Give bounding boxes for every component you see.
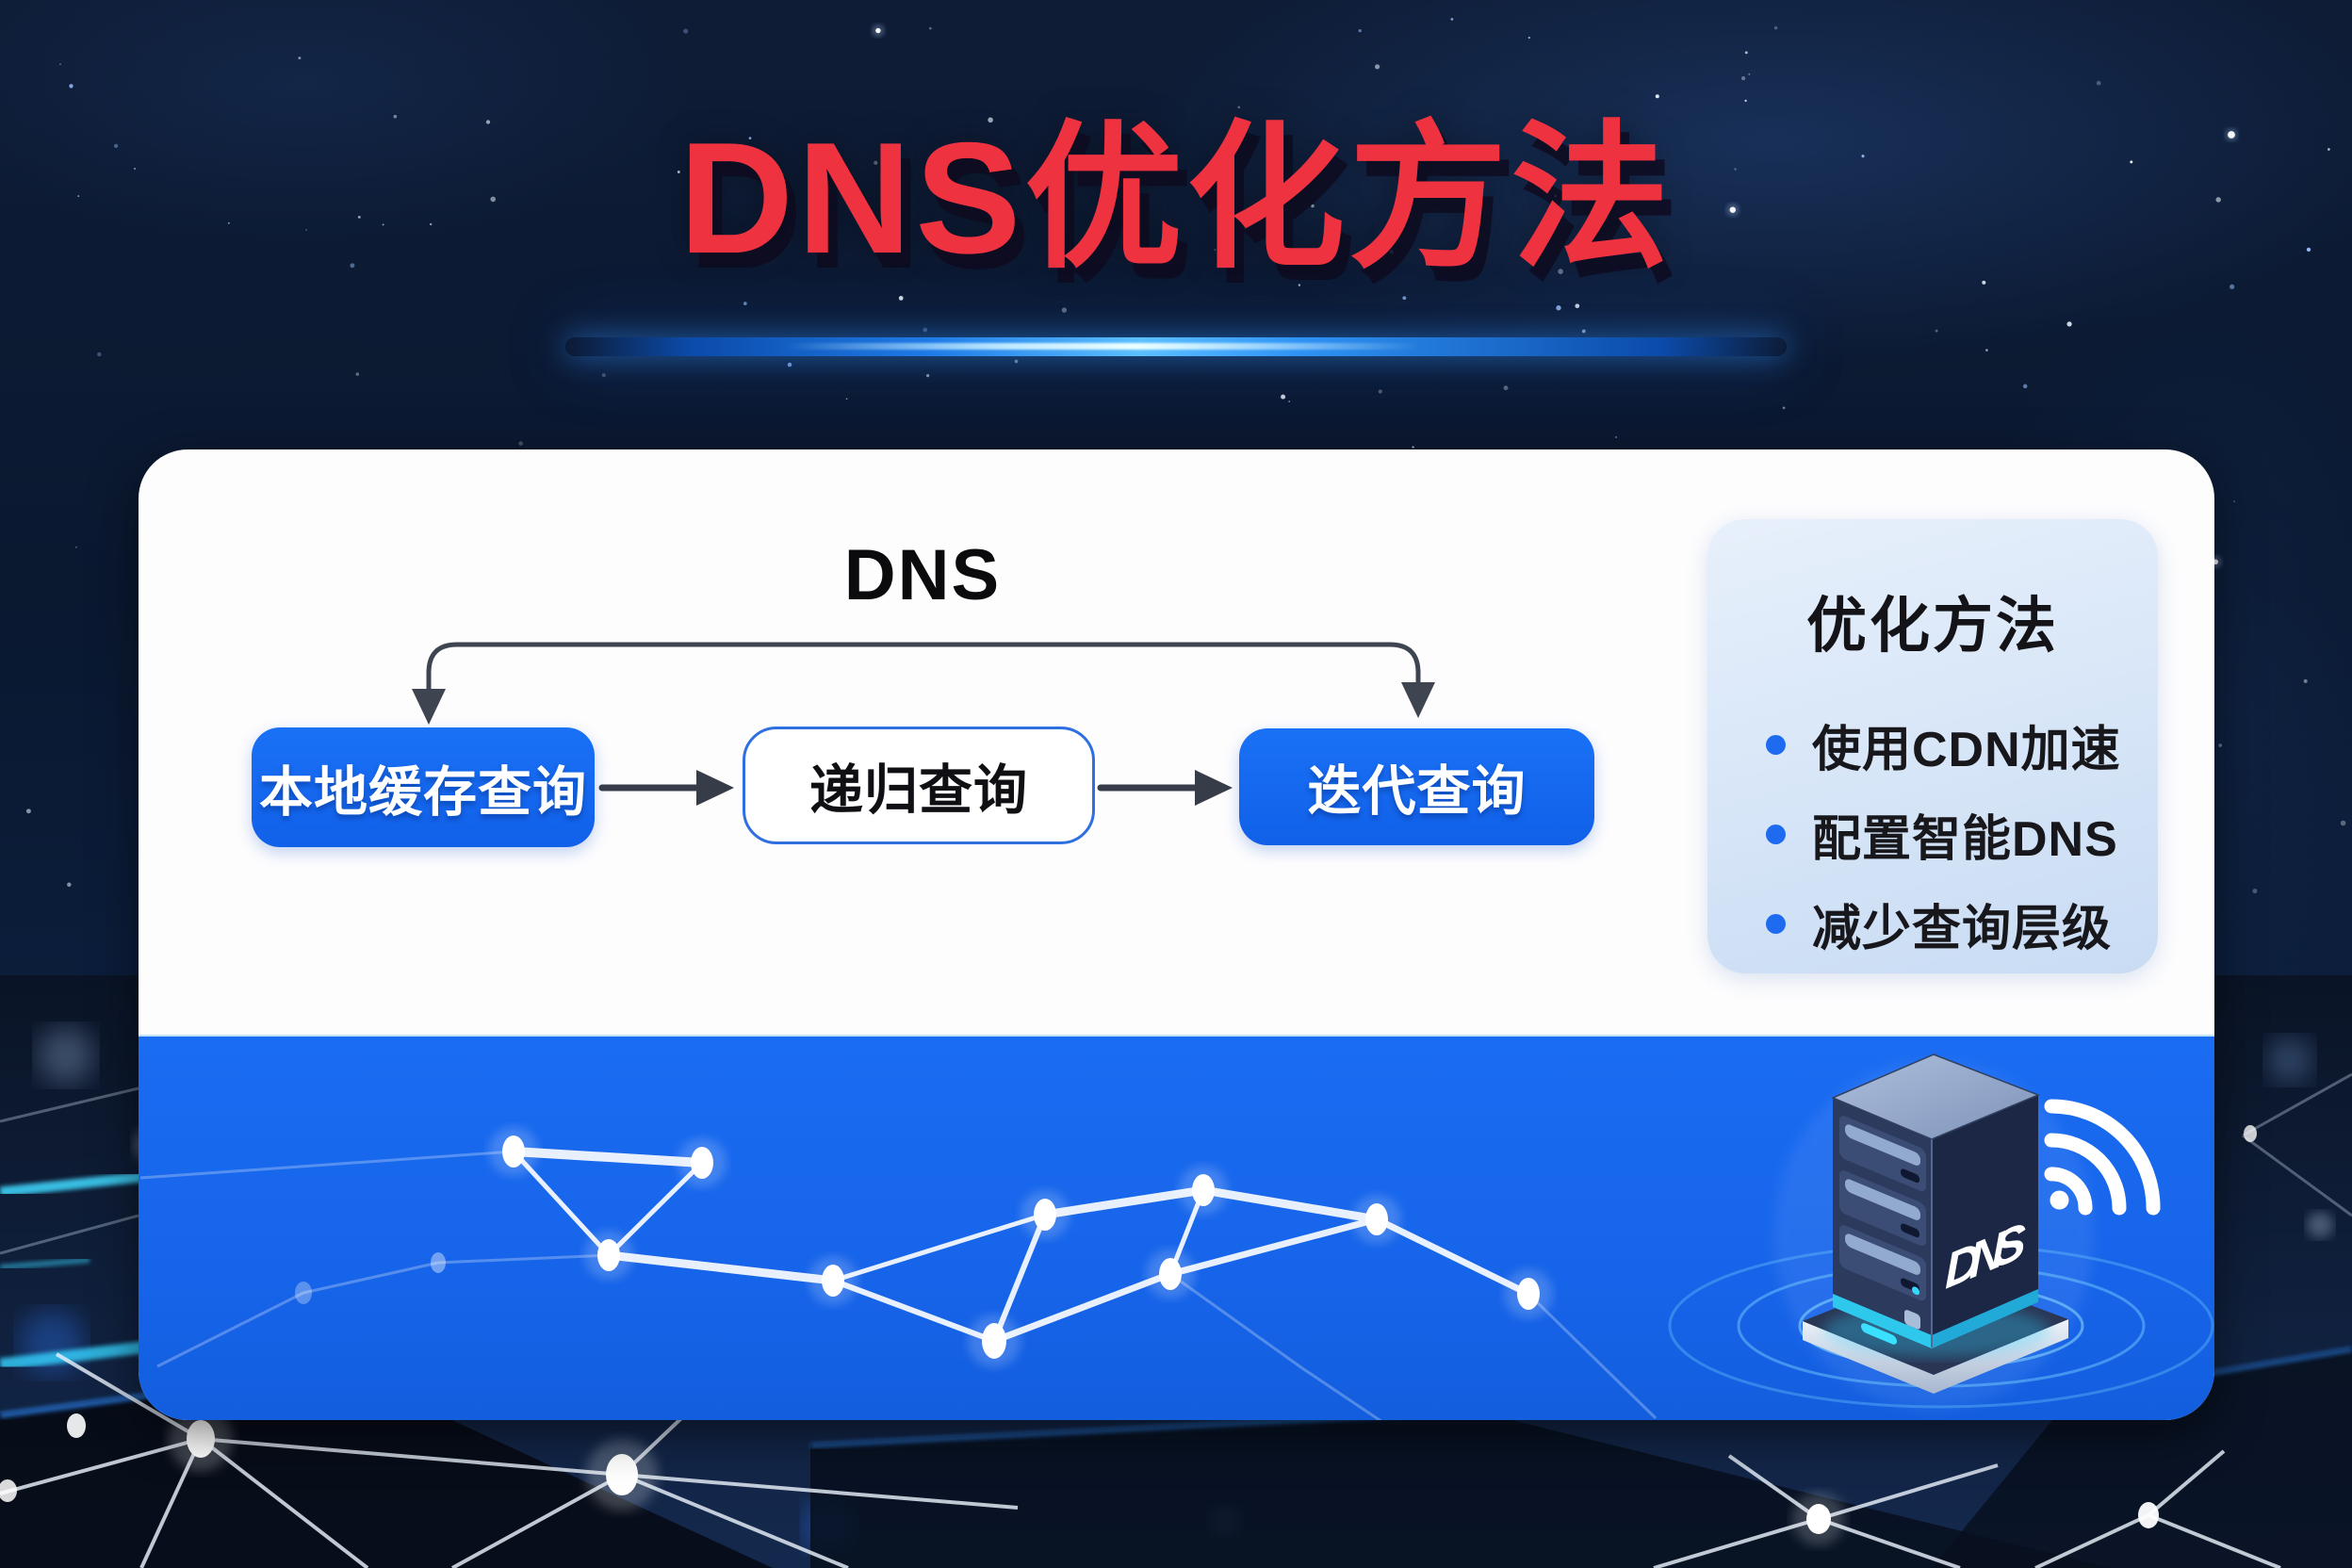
diagram-title: DNS <box>843 535 1002 615</box>
list-item-label: 减少查询层级 <box>1812 902 2113 956</box>
panel-title: 优化方法 <box>1806 592 2059 660</box>
title-divider-glow <box>565 337 1787 356</box>
flow-node-iterative-query: 迭代查询 <box>1239 728 1594 845</box>
drive-bays <box>1839 1116 1926 1345</box>
dns-server-illustration: DNS <box>1668 1054 2214 1409</box>
flow-node-local-cache-query: 本地缓存查询 <box>252 727 595 847</box>
bullet-icon <box>1766 735 1786 755</box>
arrowhead-1 <box>696 770 734 806</box>
network-node-dots <box>295 1127 1553 1367</box>
bottom-illustration-band: DNS <box>139 1035 2214 1420</box>
nebula-glow-2 <box>0 0 697 245</box>
page-title: DNS优化方法 <box>678 109 1674 286</box>
tower-right-face <box>1932 1095 2038 1348</box>
list-item-label: 使用CDN加速 <box>1812 723 2121 777</box>
server-tower: DNS <box>1831 1054 2041 1348</box>
optimization-methods-panel: 优化方法 使用CDN加速 配置智能DNS 减少查询层级 <box>1707 519 2158 973</box>
arrowhead-2 <box>1195 770 1233 806</box>
list-item: 使用CDN加速 <box>1766 700 2121 790</box>
methods-list: 使用CDN加速 配置智能DNS 减少查询层级 <box>1766 700 2121 969</box>
bullet-icon <box>1766 914 1786 934</box>
title-divider-core <box>785 343 1421 350</box>
list-item: 减少查询层级 <box>1766 879 2121 969</box>
bullet-icon <box>1766 825 1786 844</box>
loop-connector-line <box>426 642 1421 695</box>
loop-arrowhead-right <box>1401 682 1435 718</box>
loop-arrowhead-left <box>412 689 446 725</box>
list-item: 配置智能DNS <box>1766 790 2121 879</box>
background-network-nodes <box>0 1125 2257 1545</box>
nebula-glow <box>1131 0 2352 368</box>
wifi-icon <box>2044 1099 2161 1216</box>
flow-node-recursive-query: 递归查询 <box>743 727 1095 844</box>
network-graph-illustration <box>139 1127 1658 1420</box>
list-item-label: 配置智能DNS <box>1812 812 2118 867</box>
main-card: DNS 本地缓存查询 递归查询 迭代查询 优化方法 使用C <box>139 449 2214 1420</box>
